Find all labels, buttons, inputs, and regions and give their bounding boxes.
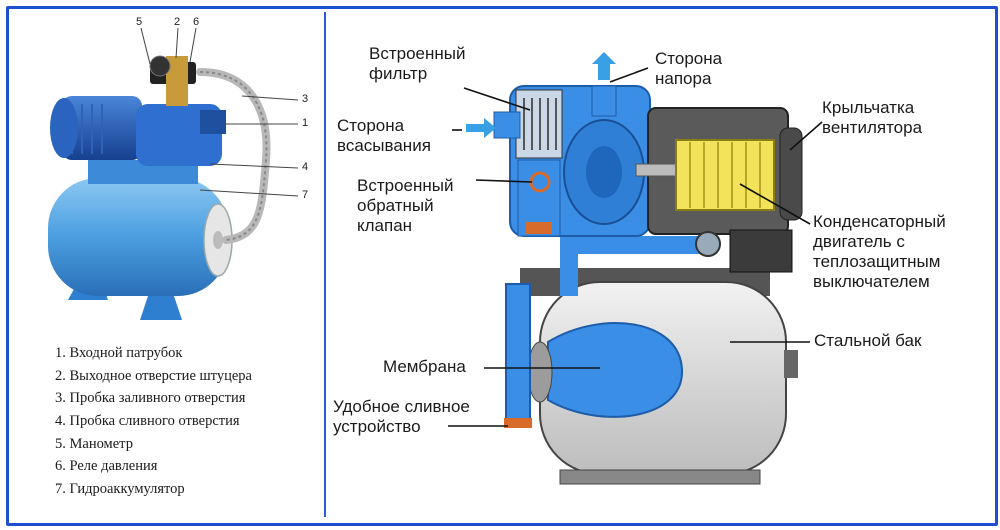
legend-item: 3. Пробка заливного отверстия	[55, 390, 246, 407]
outer-frame	[6, 6, 998, 526]
callout-2: 2	[174, 16, 181, 28]
suction-inlet	[493, 111, 521, 139]
callout-7: 7	[302, 189, 309, 201]
legend-item: 6. Реле давления	[55, 458, 158, 475]
label-discharge: Сторона напора	[655, 49, 723, 88]
drain-pipe	[505, 283, 531, 423]
membrane-flange	[527, 341, 553, 403]
callout-6: 6	[193, 16, 200, 28]
tank-foot	[559, 469, 761, 485]
motor-winding	[675, 139, 775, 211]
legend-item: 2. Выходное отверстие штуцера	[55, 367, 252, 384]
tank-side-lug	[784, 350, 798, 378]
check-valve-cap	[526, 222, 552, 234]
pressure-gauge	[695, 231, 721, 257]
tank-connection	[560, 236, 578, 296]
label-suction: Сторона всасывания	[337, 116, 431, 155]
drain-plug	[504, 418, 532, 428]
legend-item: 5. Манометр	[55, 435, 133, 452]
tank-body	[48, 178, 228, 296]
flow-arrows	[466, 52, 616, 138]
panel-divider	[324, 12, 326, 517]
legend-item: 1. Входной патрубок	[55, 345, 183, 361]
callout-5: 5	[136, 16, 143, 28]
label-motor: Конденсаторный двигатель с теплозащитным…	[813, 212, 946, 291]
callout-1: 1	[302, 117, 309, 129]
motor-fan-cover	[50, 98, 78, 158]
label-tank: Стальной бак	[814, 331, 922, 350]
outlet-channel	[560, 236, 710, 254]
tank-foot-right	[140, 290, 182, 320]
capacitor-box	[729, 229, 793, 273]
legend-item: 7. Гидроаккумулятор	[55, 481, 185, 498]
discharge-arrow	[592, 52, 616, 80]
callout-4: 4	[302, 161, 309, 173]
manometer	[149, 55, 171, 77]
discharge-nozzle	[591, 85, 617, 117]
motor-shaft	[635, 163, 677, 177]
callout-3: 3	[302, 93, 309, 105]
label-membrane: Мембрана	[383, 357, 466, 376]
parts-legend: 1. Входной патрубок 2. Выходное отверсти…	[55, 342, 252, 501]
pump-outlet-fitting	[200, 110, 226, 134]
suction-arrow	[466, 118, 496, 138]
label-drain: Удобное сливное устройство	[333, 397, 470, 436]
pump-illustration	[48, 27, 299, 320]
fan-cover	[779, 127, 803, 221]
brass-fitting	[166, 56, 188, 106]
tank-end-bolt	[213, 231, 223, 249]
membrane	[547, 322, 684, 418]
label-fan: Крыльчатка вентилятора	[822, 98, 923, 137]
label-filter: Встроенный фильтр	[369, 44, 466, 83]
label-check-valve: Встроенный обратный клапан	[357, 176, 454, 235]
legend-item: 4. Пробка сливного отверстия	[55, 413, 240, 430]
